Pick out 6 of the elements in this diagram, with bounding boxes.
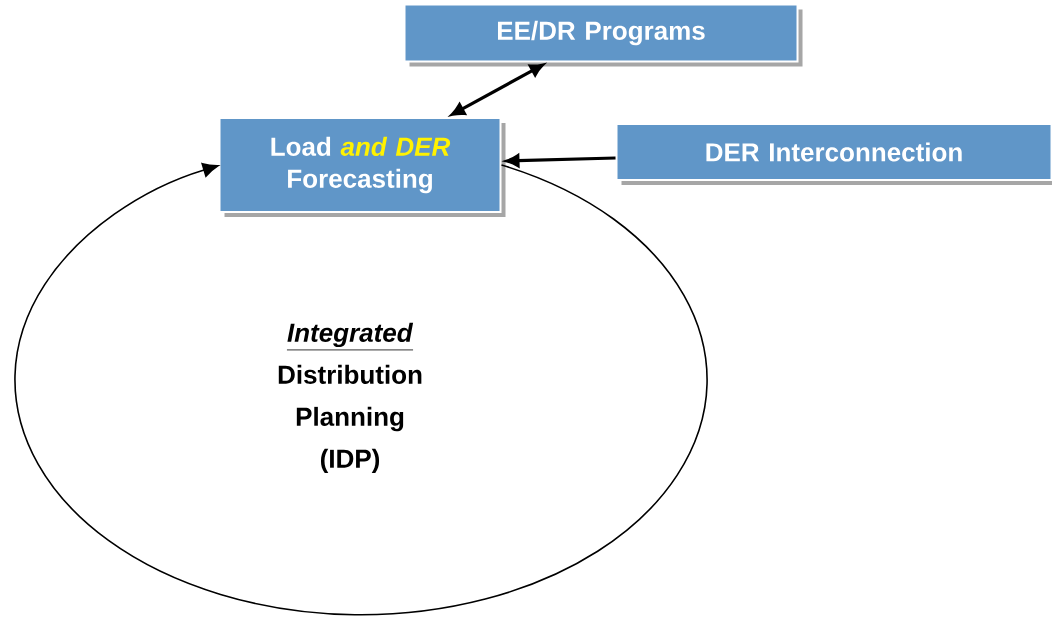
process-box: DER Interconnection	[615, 123, 1052, 185]
process-box: Load and DER Forecasting	[218, 117, 506, 217]
process-box: EE/DR Programs	[403, 3, 803, 67]
cycle-label: Integrated Distribution Planning (IDP)	[278, 322, 422, 474]
arrow	[450, 63, 544, 116]
cycle-arrow	[14, 162, 708, 616]
